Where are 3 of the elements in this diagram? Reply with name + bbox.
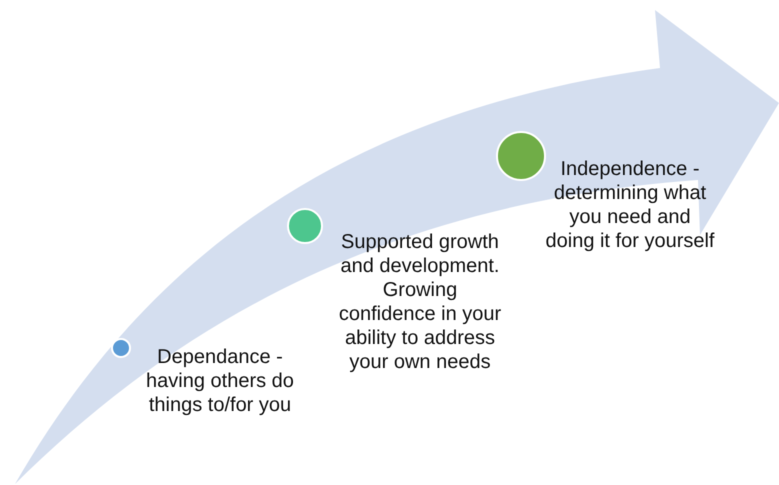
stage-description: Independence - determining what you need and doing it for yourself [545, 157, 715, 253]
stage-description: Dependance - having others do things to/for you [145, 345, 295, 417]
stage-description: Supported growth and development. Growing confidence in your ability to address your own needs [338, 230, 502, 374]
